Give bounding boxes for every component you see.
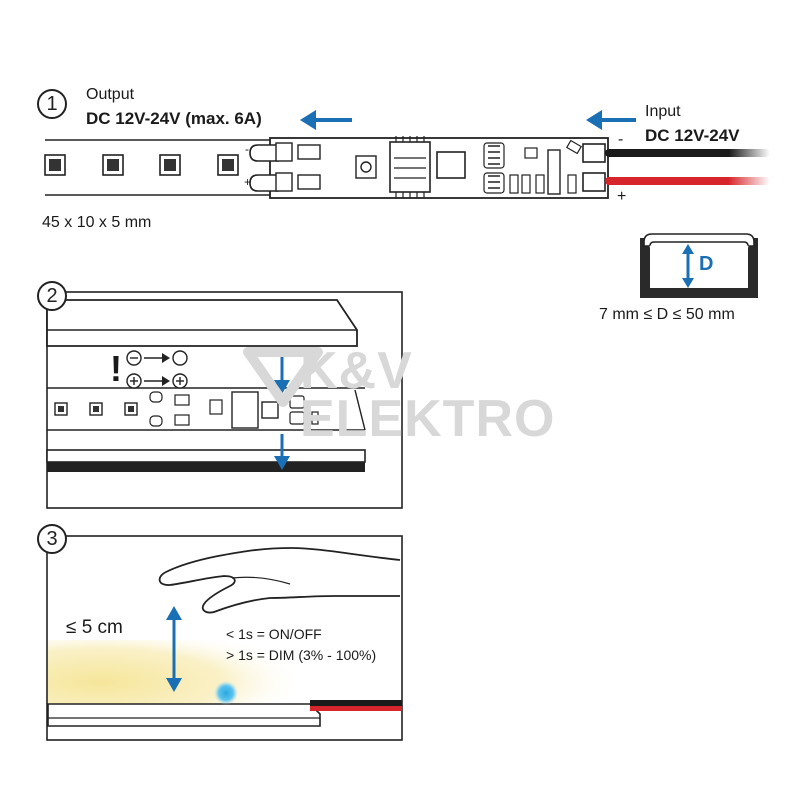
profile-with-strip (47, 700, 402, 727)
input-voltage: DC 12V-24V (645, 126, 740, 145)
watermark-line2: ELEKTRO (300, 390, 556, 448)
diffuser-cover (46, 299, 358, 347)
distance-arrow (166, 606, 182, 692)
aluminium-profile (640, 233, 758, 298)
short-press-label: < 1s = ON/OFF (226, 626, 322, 642)
watermark-logo (243, 347, 323, 407)
step-number-1: 1 (37, 89, 67, 119)
led-glow (48, 640, 308, 710)
profile-letter: D (699, 253, 714, 275)
output-label: Output (86, 86, 135, 103)
profile-range: 7 mm ≤ D ≤ 50 mm (599, 306, 735, 323)
profile-channel (46, 449, 366, 472)
output-plus-sign: + (244, 175, 252, 189)
distance-label: ≤ 5 cm (66, 617, 123, 638)
watermark-line1: K&V (300, 342, 413, 400)
step-number-2: 2 (37, 281, 67, 311)
insert-arrows (274, 350, 290, 470)
input-minus-sign: - (618, 131, 624, 148)
step-number-3: 3 (37, 524, 67, 554)
polarity-legend (126, 350, 188, 389)
led-chip (102, 154, 124, 176)
led-chip (159, 154, 181, 176)
input-arrow (586, 110, 636, 130)
input-plus-sign: + (617, 188, 627, 205)
dimensions-label: 45 x 10 x 5 mm (42, 214, 152, 231)
led-strip (44, 139, 270, 196)
input-label: Input (645, 103, 681, 120)
hand-icon (158, 547, 401, 614)
sensor-indicator (214, 681, 238, 705)
controller-board (249, 136, 609, 199)
led-chip (217, 154, 239, 176)
warning-mark: ! (110, 348, 122, 389)
long-press-label: > 1s = DIM (3% - 100%) (226, 647, 377, 663)
wires-input (605, 149, 770, 185)
output-arrow (300, 110, 352, 130)
led-chip (44, 154, 66, 176)
output-voltage: DC 12V-24V (max. 6A) (86, 109, 262, 128)
output-minus-sign: - (245, 142, 249, 156)
strip-small (47, 387, 366, 431)
